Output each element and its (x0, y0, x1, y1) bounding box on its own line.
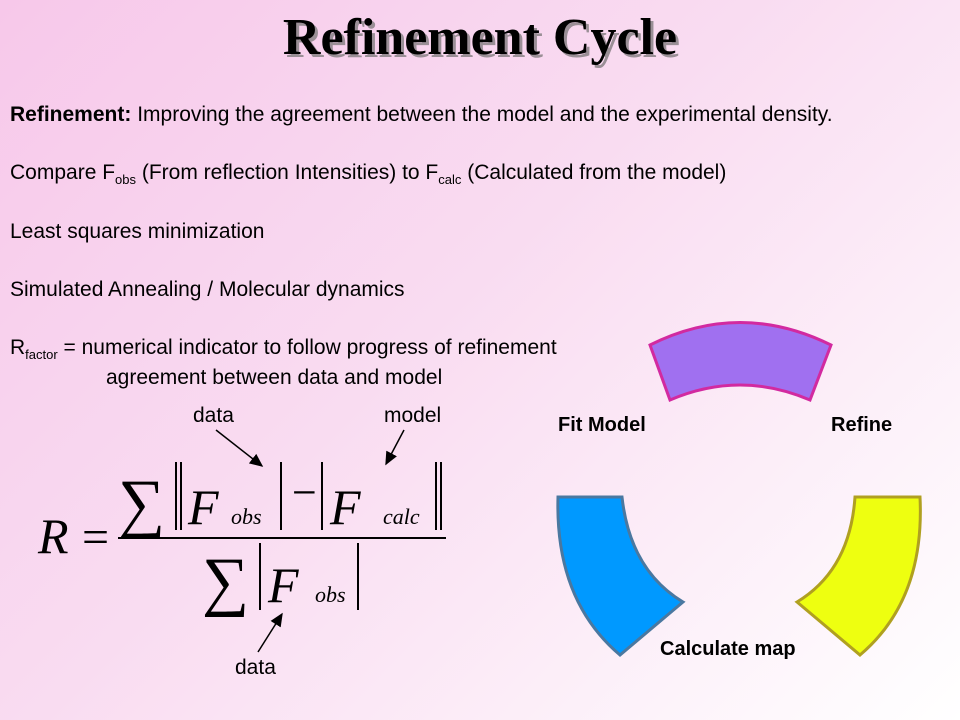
cycle-arc-refine (794, 495, 922, 657)
formula-equals: = (82, 511, 109, 564)
fit-model-label: Fit Model (558, 414, 646, 436)
data-label-top: data (193, 404, 234, 427)
numerator-obs-subscript: obs (231, 504, 262, 529)
numerator-f-obs: F (187, 479, 219, 535)
least-squares-line: Least squares minimization (10, 220, 265, 243)
slide-title: Refinement Cycle (282, 9, 678, 66)
refinement-term: Refinement: (10, 103, 132, 126)
model-label: model (384, 404, 442, 427)
cycle-arc-fit-model (648, 321, 833, 403)
compare-text-a: Compare F (10, 161, 116, 184)
calculate-map-label: Calculate map (660, 638, 796, 660)
refinement-text: Improving the agreement between the mode… (131, 103, 833, 126)
rfactor-line: Rfactor = numerical indicator to follow … (10, 336, 557, 362)
minus-sign: − (292, 468, 317, 517)
refinement-definition: Refinement: Improving the agreement betw… (10, 103, 833, 127)
rfactor-r: R (10, 336, 26, 359)
denominator-sum-sign: ∑ (202, 545, 249, 618)
r-factor-formula: R = ∑ F obs − F calc ∑ F obs (37, 462, 446, 618)
cycle-arc-calculate-map (556, 495, 686, 657)
data-arrow-top (215, 429, 264, 467)
refine-label: Refine (831, 414, 893, 436)
compare-text-b: (From reflection Intensities) to F (136, 161, 439, 184)
model-arrow (385, 429, 405, 466)
formula-r: R (37, 508, 69, 564)
rfactor-subscript: factor (25, 347, 58, 362)
compare-text-c: (Calculated from the model) (461, 161, 727, 184)
annealing-line: Simulated Annealing / Molecular dynamics (10, 278, 405, 301)
fcalc-subscript: calc (438, 172, 462, 187)
numerator-sum-sign: ∑ (118, 467, 165, 540)
denominator-obs-subscript: obs (315, 582, 346, 607)
fobs-subscript: obs (115, 172, 136, 187)
calc-subscript: calc (383, 504, 420, 529)
data-label-bottom: data (235, 656, 276, 679)
numerator-f-calc: F (329, 479, 361, 535)
denominator-f-obs: F (267, 557, 299, 613)
compare-line: Compare Fobs (From reflection Intensitie… (10, 161, 727, 187)
rfactor-text: = numerical indicator to follow progress… (57, 336, 557, 359)
agreement-line: agreement between data and model (106, 366, 443, 389)
data-arrow-bottom (257, 612, 283, 653)
